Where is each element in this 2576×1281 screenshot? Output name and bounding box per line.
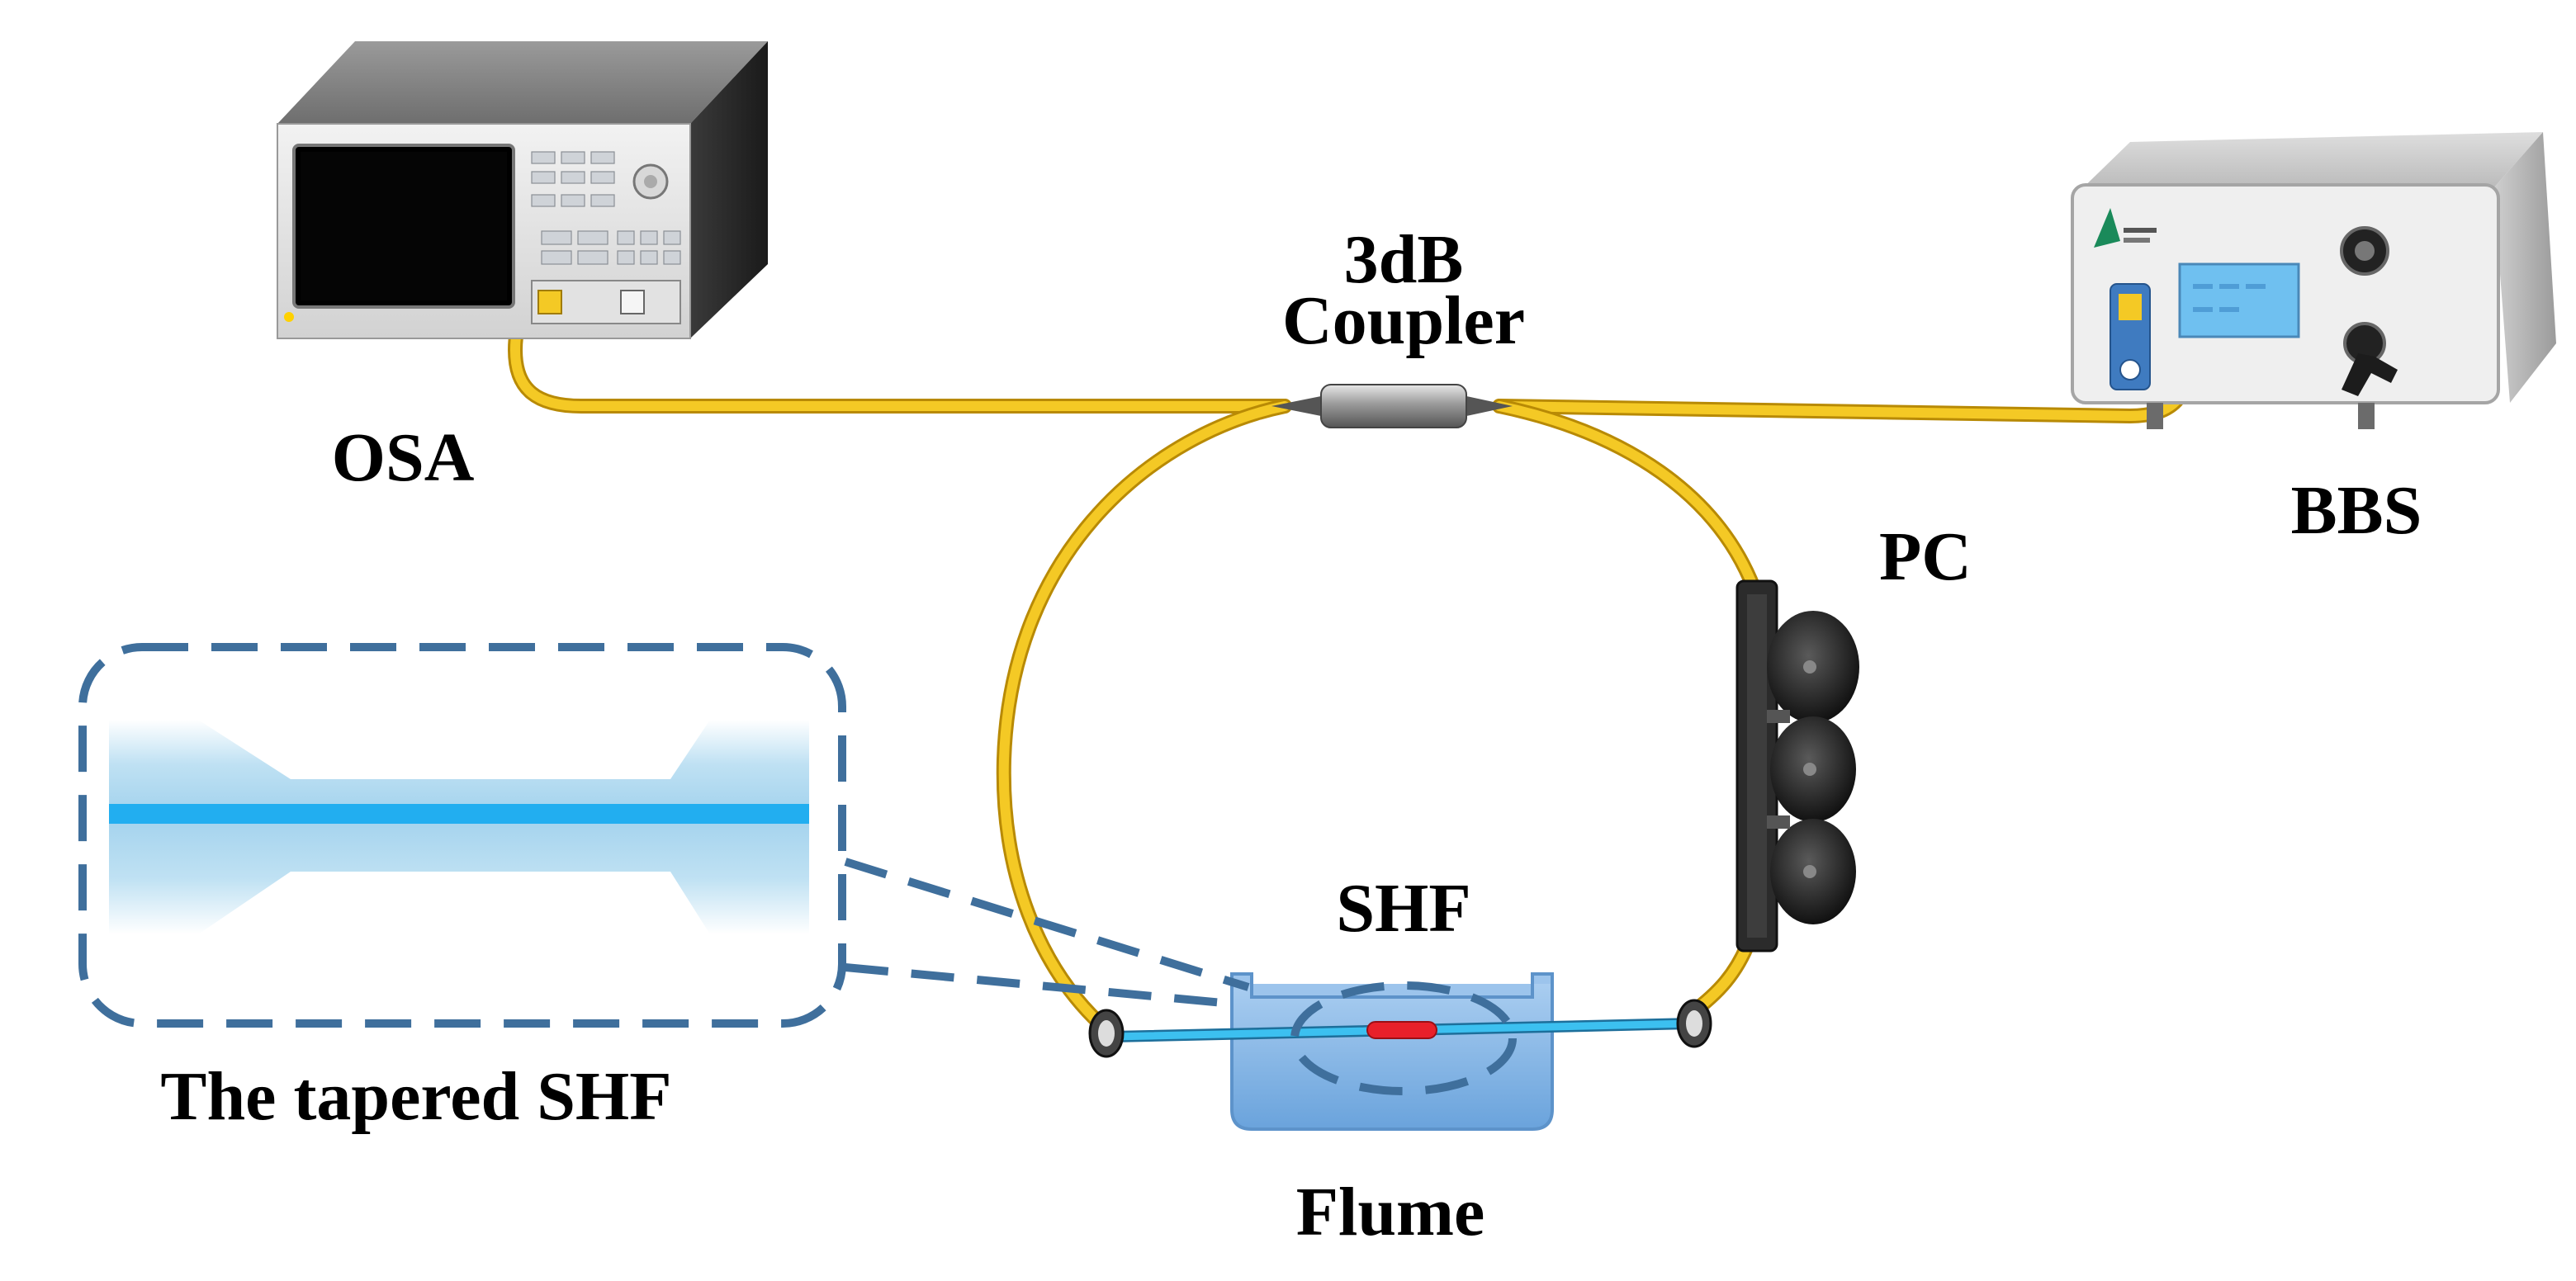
magnifier-callout bbox=[844, 858, 1517, 1095]
coupler-device bbox=[1271, 384, 1513, 428]
pc-paddle-1 bbox=[1767, 611, 1859, 723]
osa-instrument bbox=[277, 41, 768, 339]
flume bbox=[1230, 972, 1554, 1131]
fiber-loop-left bbox=[996, 399, 1292, 1031]
label-tapered-shf: The tapered SHF bbox=[160, 1058, 671, 1135]
left-connector bbox=[1088, 1009, 1125, 1058]
osa-fiber-port bbox=[537, 290, 562, 314]
tapered-sensing-region bbox=[1366, 1021, 1437, 1039]
label-flume: Flume bbox=[1296, 1174, 1485, 1250]
shf-fiber bbox=[1107, 1018, 1700, 1042]
bbs-fiber-port bbox=[2119, 294, 2142, 320]
inset-fiber-core bbox=[109, 804, 809, 824]
label-shf: SHF bbox=[1336, 870, 1470, 947]
bbs-instrument bbox=[2071, 132, 2556, 429]
pc-paddle-3 bbox=[1770, 819, 1856, 924]
right-connector bbox=[1676, 999, 1712, 1048]
label-osa: OSA bbox=[332, 419, 475, 496]
inset-dashed-frame bbox=[78, 643, 846, 1028]
polarization-controller bbox=[1735, 579, 1859, 952]
bbs-display bbox=[2178, 262, 2300, 338]
label-coupler-line2: Coupler bbox=[1282, 282, 1525, 359]
label-coupler-line1: 3dB bbox=[1344, 221, 1464, 298]
label-bbs: BBS bbox=[2291, 472, 2422, 549]
fiber-loop-right bbox=[1492, 399, 1761, 595]
label-pc: PC bbox=[1879, 518, 1972, 595]
inset-tapered-shf bbox=[78, 643, 846, 1028]
pc-paddle-2 bbox=[1770, 716, 1856, 822]
